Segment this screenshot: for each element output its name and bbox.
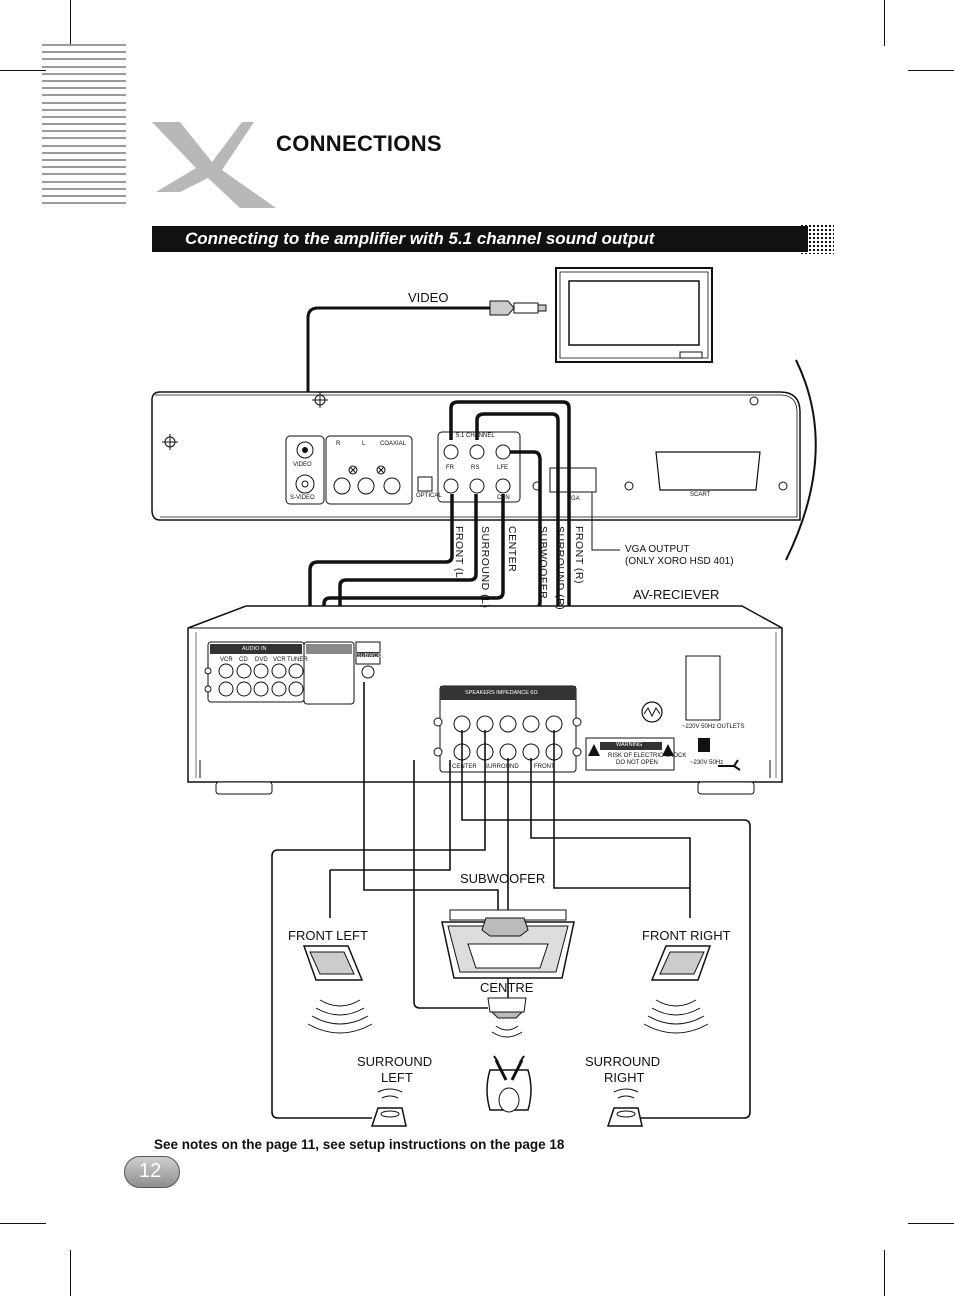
av-receiver-rear-panel bbox=[187, 605, 783, 795]
crop-mark bbox=[884, 1250, 885, 1296]
front-left-label: FRONT LEFT bbox=[288, 928, 368, 943]
subwoofer-icon bbox=[441, 909, 575, 979]
subwoofer-label: SUBWOOFER bbox=[460, 871, 546, 886]
speaker-group-surround: SURROUND bbox=[484, 764, 519, 770]
listener-icon bbox=[486, 1055, 532, 1113]
crop-mark bbox=[0, 1223, 46, 1224]
cable-label-surround-left: SURROUND (L) bbox=[479, 526, 491, 609]
decorative-stripes bbox=[42, 44, 126, 212]
surround-left-speaker-icon bbox=[370, 1088, 407, 1127]
dvd-player-rear-panel bbox=[151, 359, 817, 561]
outlets-label: ~220V 50Hz OUTLETS bbox=[682, 724, 745, 730]
jack-label-optical: OPTICAL bbox=[416, 493, 442, 499]
jack-label-r: R bbox=[336, 441, 341, 447]
cable-label-front-left: FRONT (L) bbox=[453, 526, 465, 583]
vga-output-note: (ONLY XORO HSD 401) bbox=[625, 556, 734, 567]
page-number-badge: 12 bbox=[124, 1156, 180, 1188]
surround-left-label: SURROUND bbox=[357, 1054, 433, 1069]
xoro-logo bbox=[152, 122, 276, 208]
speaker-group-front: FRONT bbox=[534, 764, 555, 770]
warning-text-1: RISK OF ELECTRIC SHOCK bbox=[608, 753, 687, 759]
jack-label-cen: CEN bbox=[497, 495, 510, 501]
speaker-group-center: CENTER bbox=[452, 764, 477, 770]
cable-label-subwoofer: SUBWOOFER bbox=[537, 526, 549, 600]
crop-mark bbox=[0, 70, 46, 71]
crop-mark bbox=[70, 0, 71, 46]
input-vcr-label: VCR bbox=[220, 657, 233, 663]
cable-label-front-right: FRONT (R) bbox=[573, 526, 585, 584]
front-right-label: FRONT RIGHT bbox=[642, 928, 731, 943]
input-dvd-label: DVD bbox=[255, 657, 268, 663]
jack-label-5-1-channel: 5.1 CHANNEL bbox=[456, 433, 495, 439]
front-left-speaker-icon bbox=[302, 945, 373, 1034]
jack-label-video: VIDEO bbox=[293, 462, 312, 468]
crop-mark bbox=[884, 0, 885, 46]
crop-mark bbox=[908, 70, 954, 71]
video-label: VIDEO bbox=[408, 290, 449, 305]
warning-label: WARNING bbox=[616, 742, 643, 748]
crop-mark bbox=[908, 1223, 954, 1224]
surround-right-label: SURROUND bbox=[585, 1054, 661, 1069]
tv-icon bbox=[555, 267, 713, 363]
vga-output-label: VGA OUTPUT bbox=[625, 544, 690, 555]
section-banner bbox=[152, 226, 808, 252]
banner-dot-pattern bbox=[800, 224, 834, 254]
surround-right-label-2: RIGHT bbox=[604, 1070, 645, 1085]
footnote: See notes on the page 11, see setup inst… bbox=[154, 1137, 565, 1152]
surround-right-speaker-icon bbox=[606, 1088, 643, 1127]
av-receiver-label: AV-RECIEVER bbox=[633, 587, 720, 602]
front-right-speaker-icon bbox=[643, 945, 712, 1034]
surround-left-label-2: LEFT bbox=[381, 1070, 413, 1085]
receiver-audio-in-label: AUDIO IN bbox=[242, 646, 267, 652]
centre-speaker-icon bbox=[487, 997, 527, 1038]
warning-text-2: DO NOT OPEN bbox=[616, 760, 658, 766]
cable-label-center: CENTER bbox=[506, 526, 518, 573]
jack-label-lfe: LFE bbox=[497, 465, 509, 471]
input-tuner-label: TUNER bbox=[287, 657, 308, 663]
port-label-scart: SCART bbox=[690, 492, 711, 498]
jack-label-s-video: S-VIDEO bbox=[290, 495, 315, 501]
port-label-vga: VGA bbox=[567, 496, 580, 502]
page-number: 12 bbox=[139, 1160, 162, 1182]
jack-label-coaxial: COAXIAL bbox=[380, 441, 407, 447]
input-vcr-2-label: VCR bbox=[273, 657, 286, 663]
jack-label-l: L bbox=[362, 441, 366, 447]
section-heading: Connecting to the amplifier with 5.1 cha… bbox=[185, 229, 655, 248]
jack-label-rs: RS bbox=[471, 465, 480, 471]
input-cd-label: CD bbox=[239, 657, 248, 663]
centre-label: CENTRE bbox=[480, 980, 534, 995]
page-title: CONNECTIONS bbox=[276, 131, 442, 156]
power-label: ~230V 50Hz bbox=[690, 760, 724, 766]
jack-label-fr: FR bbox=[446, 465, 454, 471]
speakers-impedance-label: SPEAKERS IMPEDANCE 6Ω bbox=[465, 690, 538, 696]
crop-mark bbox=[70, 1250, 71, 1296]
receiver-subwoofer-label: SUBWOOFER bbox=[357, 653, 394, 659]
cable-label-surround-right: SURROUND (R) bbox=[554, 526, 566, 611]
